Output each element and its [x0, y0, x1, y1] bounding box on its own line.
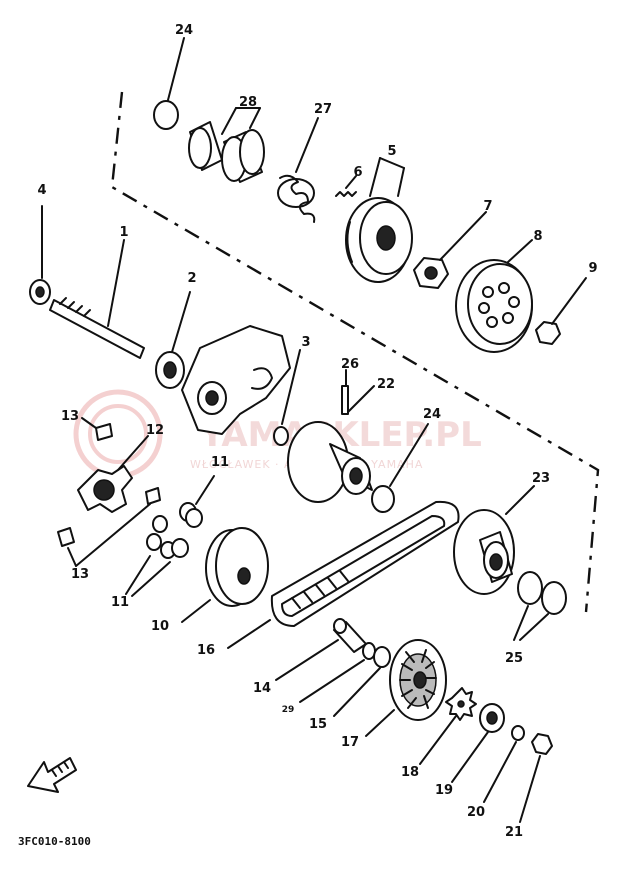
callout-10: 10: [151, 619, 169, 634]
callout-11-bottom: 11: [111, 595, 129, 610]
v-belt: [227, 500, 460, 649]
callout-21: 21: [505, 825, 523, 840]
collar-pair: [188, 107, 265, 183]
callout-14: 14: [253, 681, 271, 696]
compression-spring: [277, 117, 319, 223]
callout-22: 22: [377, 377, 395, 392]
callout-27: 27: [314, 102, 332, 117]
callout-26: 26: [341, 357, 359, 372]
primary-shaft: [49, 239, 145, 359]
callout-24-top: 24: [175, 23, 193, 38]
callout-18: 18: [401, 765, 419, 780]
assembly-outline: [110, 91, 600, 613]
final-nut: [519, 733, 553, 823]
clutch-nut: [413, 211, 487, 289]
callout-19: 19: [435, 783, 453, 798]
drive-housing: [181, 325, 291, 435]
washer-thin: [299, 642, 376, 703]
callout-13-bottom: 13: [71, 567, 89, 582]
o-ring-mid: [371, 423, 429, 513]
end-nut: [535, 277, 587, 345]
callout-20: 20: [467, 805, 485, 820]
cam-plate: [77, 435, 149, 513]
clutch-carrier: [345, 157, 413, 283]
drive-nut: [451, 703, 505, 783]
washer-thick: [333, 646, 391, 717]
small-gear: [419, 687, 477, 765]
callout-29: 29: [282, 705, 295, 715]
bearing-left: [29, 205, 51, 305]
callout-1: 1: [119, 225, 128, 240]
o-ring-pair: [513, 571, 567, 641]
weight-rollers: [125, 475, 215, 597]
callout-17: 17: [341, 735, 359, 750]
callout-9: 9: [588, 261, 597, 276]
callout-16: 16: [197, 643, 215, 658]
callout-2: 2: [187, 271, 196, 286]
callout-3: 3: [301, 335, 310, 350]
callout-28: 28: [239, 95, 257, 110]
callout-24-mid: 24: [423, 407, 441, 422]
callout-23: 23: [532, 471, 550, 486]
callout-11-top: 11: [211, 455, 229, 470]
callout-8: 8: [533, 229, 542, 244]
small-spring: [335, 175, 357, 197]
callout-4: 4: [37, 183, 46, 198]
movable-sheave: [181, 527, 269, 623]
guide-pin: [341, 369, 349, 415]
callout-6: 6: [353, 165, 362, 180]
front-arrow-icon: [27, 757, 77, 793]
diagram-code: 3FC010-8100: [18, 835, 91, 848]
callout-labels: 24 28 27 5 6 4 7 8 1 9 2 3 26 22 13 12 2…: [37, 23, 597, 840]
callout-5: 5: [387, 144, 396, 159]
bearing-shaft: [155, 291, 191, 389]
washer-small: [273, 349, 301, 446]
cooling-fan: [365, 639, 447, 737]
clutch-housing: [455, 239, 533, 353]
fixed-sheave: [287, 385, 375, 503]
lock-washer: [483, 725, 525, 803]
slider-top: [81, 417, 113, 441]
callout-12: 12: [146, 423, 164, 438]
secondary-sheave: [453, 485, 535, 595]
callout-7: 7: [483, 199, 492, 214]
callout-13-top: 13: [61, 409, 79, 424]
o-ring-top: [153, 37, 185, 130]
callout-25: 25: [505, 651, 523, 666]
collar-small: [275, 618, 367, 681]
slider-lower: [57, 487, 161, 567]
callout-15: 15: [309, 717, 327, 732]
